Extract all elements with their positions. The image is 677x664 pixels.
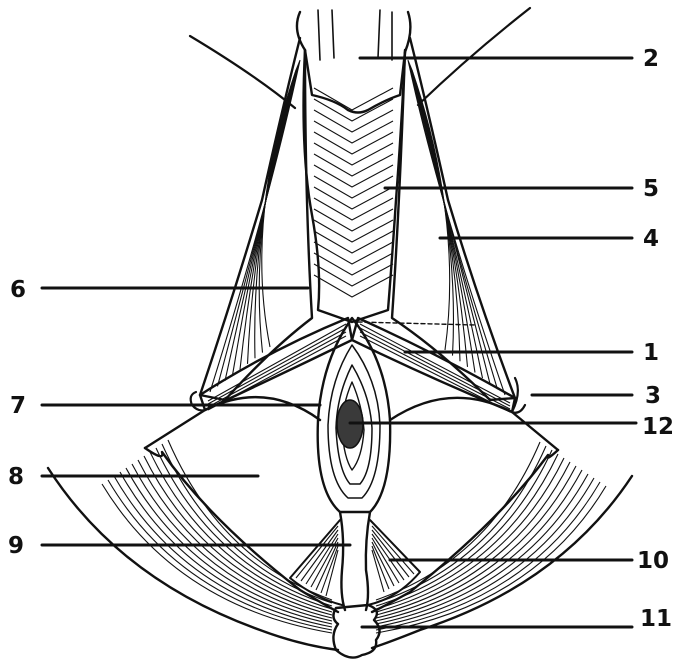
fibre-line (314, 165, 393, 187)
fibre-line (360, 324, 510, 403)
fibre-line (156, 448, 332, 606)
label-10: 10 (637, 548, 669, 574)
fibre-line (314, 121, 393, 143)
fibre-line (314, 231, 393, 253)
fibre-line (314, 154, 393, 176)
fibre-line (314, 176, 393, 198)
label-3: 3 (645, 383, 661, 409)
anococcygeal-stem (340, 512, 370, 610)
fibre-line (314, 242, 393, 264)
label-12: 12 (642, 414, 674, 440)
left-thigh-contour (190, 36, 295, 108)
left-gluteus-outer-curve (48, 468, 338, 650)
label-8: 8 (8, 464, 24, 490)
fibre-line (314, 220, 393, 242)
fibre-line (314, 209, 393, 231)
label-6: 6 (10, 277, 26, 303)
fibre-line (314, 264, 393, 286)
fibre-line (372, 542, 394, 586)
fibre-line (411, 66, 468, 367)
dashed-junction-line (358, 322, 475, 325)
fibre-line (314, 275, 393, 297)
fibre-line (314, 132, 393, 154)
fibre-line (314, 110, 393, 132)
fibre-line (162, 444, 332, 603)
label-5: 5 (643, 176, 659, 202)
label-1: 1 (643, 340, 659, 366)
fibre-line (314, 143, 393, 165)
fibre-line (262, 70, 296, 347)
fibre-line (296, 526, 338, 578)
leader-lines (42, 58, 636, 627)
label-7: 7 (10, 393, 26, 419)
central-shaft (297, 12, 410, 113)
label-4: 4 (643, 226, 659, 252)
fibre-line (360, 328, 510, 406)
fibre-line (314, 187, 393, 209)
left-ischiocavernosus-muscle (200, 38, 312, 400)
shaft-inner-lines (318, 10, 392, 60)
label-9: 9 (8, 533, 24, 559)
label-2: 2 (643, 46, 659, 72)
label-11: 11 (640, 606, 672, 632)
fibre-line (314, 198, 393, 220)
fibre-line (372, 526, 414, 574)
fibre-line (240, 65, 298, 370)
fibre-line (412, 70, 450, 350)
fibre-line (314, 253, 393, 275)
fibre-line (255, 68, 297, 359)
